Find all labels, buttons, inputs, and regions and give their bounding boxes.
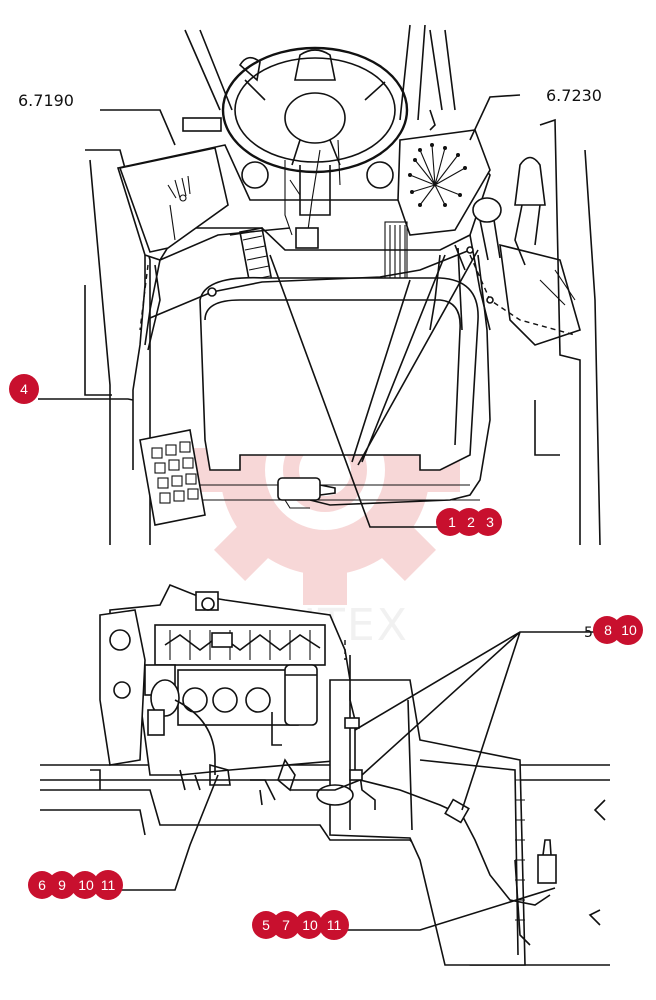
callout-number: 7 — [282, 917, 290, 933]
callout-number: 9 — [58, 877, 66, 893]
callout-number: 6 — [38, 877, 46, 893]
callout-number: 4 — [20, 381, 28, 397]
transmission — [329, 679, 557, 966]
callout-number: 5 — [584, 625, 593, 641]
seat — [199, 276, 479, 471]
reference-label-left: 6.7190 — [18, 91, 74, 110]
callout-5-8-10[interactable]: 5 8 10 — [584, 615, 643, 645]
engine-view — [40, 583, 610, 966]
callout-1-2-3[interactable]: 1 2 3 — [436, 508, 502, 536]
callout-5-7-10-11[interactable]: 5 7 10 11 — [252, 910, 349, 940]
callout-number: 2 — [467, 514, 475, 530]
callout-number: 10 — [621, 622, 637, 638]
callout-number: 1 — [448, 514, 456, 530]
gear-lever — [469, 156, 581, 346]
hatched-panel — [239, 227, 273, 286]
wire-bundle — [408, 143, 467, 207]
callout-number: 8 — [604, 622, 612, 638]
cab-view — [38, 24, 601, 546]
callout-number: 10 — [78, 877, 94, 893]
callout-4[interactable]: 4 — [9, 374, 39, 404]
fuse-box — [139, 429, 206, 526]
callout-6-9-10-11[interactable]: 6 9 10 11 — [28, 870, 123, 900]
reference-label-right: 6.7230 — [546, 86, 602, 105]
callout-number: 3 — [486, 514, 494, 530]
callout-number: 11 — [327, 917, 342, 933]
callout-number: 5 — [262, 917, 270, 933]
steering-wheel — [221, 46, 409, 216]
callout-number: 10 — [302, 917, 318, 933]
callout-number: 11 — [101, 877, 116, 893]
